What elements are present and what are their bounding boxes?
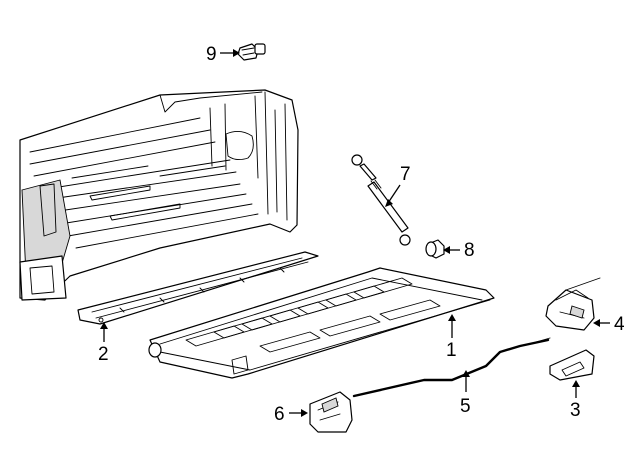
part-4-latch [545, 277, 601, 331]
part-7-support-rod [351, 154, 411, 246]
callout-8: 8 [443, 240, 475, 261]
callout-1: 1 [446, 314, 457, 361]
part-8-bumper [425, 239, 445, 259]
part-1-tailgate [148, 267, 495, 379]
part-2-trim-panel [77, 251, 319, 325]
part-9-bolt [237, 43, 266, 61]
callout-4: 4 [593, 314, 625, 335]
truck-bed [19, 89, 299, 301]
callout-label-5: 5 [460, 396, 471, 417]
callout-label-6: 6 [274, 404, 285, 425]
callout-9: 9 [206, 44, 240, 65]
callout-label-9: 9 [206, 44, 217, 65]
part-5-release-rod [352, 337, 551, 398]
callout-3: 3 [570, 380, 581, 421]
callout-label-8: 8 [464, 240, 475, 261]
callout-label-1: 1 [446, 340, 457, 361]
callout-5: 5 [460, 370, 471, 417]
part-3-bracket [549, 349, 595, 381]
callout-label-2: 2 [98, 344, 109, 365]
callout-6: 6 [274, 404, 308, 425]
callout-label-4: 4 [614, 314, 625, 335]
part-6-hinge [309, 391, 353, 433]
callout-7: 7 [385, 164, 411, 207]
callout-label-3: 3 [570, 400, 581, 421]
callout-2: 2 [98, 322, 109, 365]
callout-label-7: 7 [400, 164, 411, 185]
